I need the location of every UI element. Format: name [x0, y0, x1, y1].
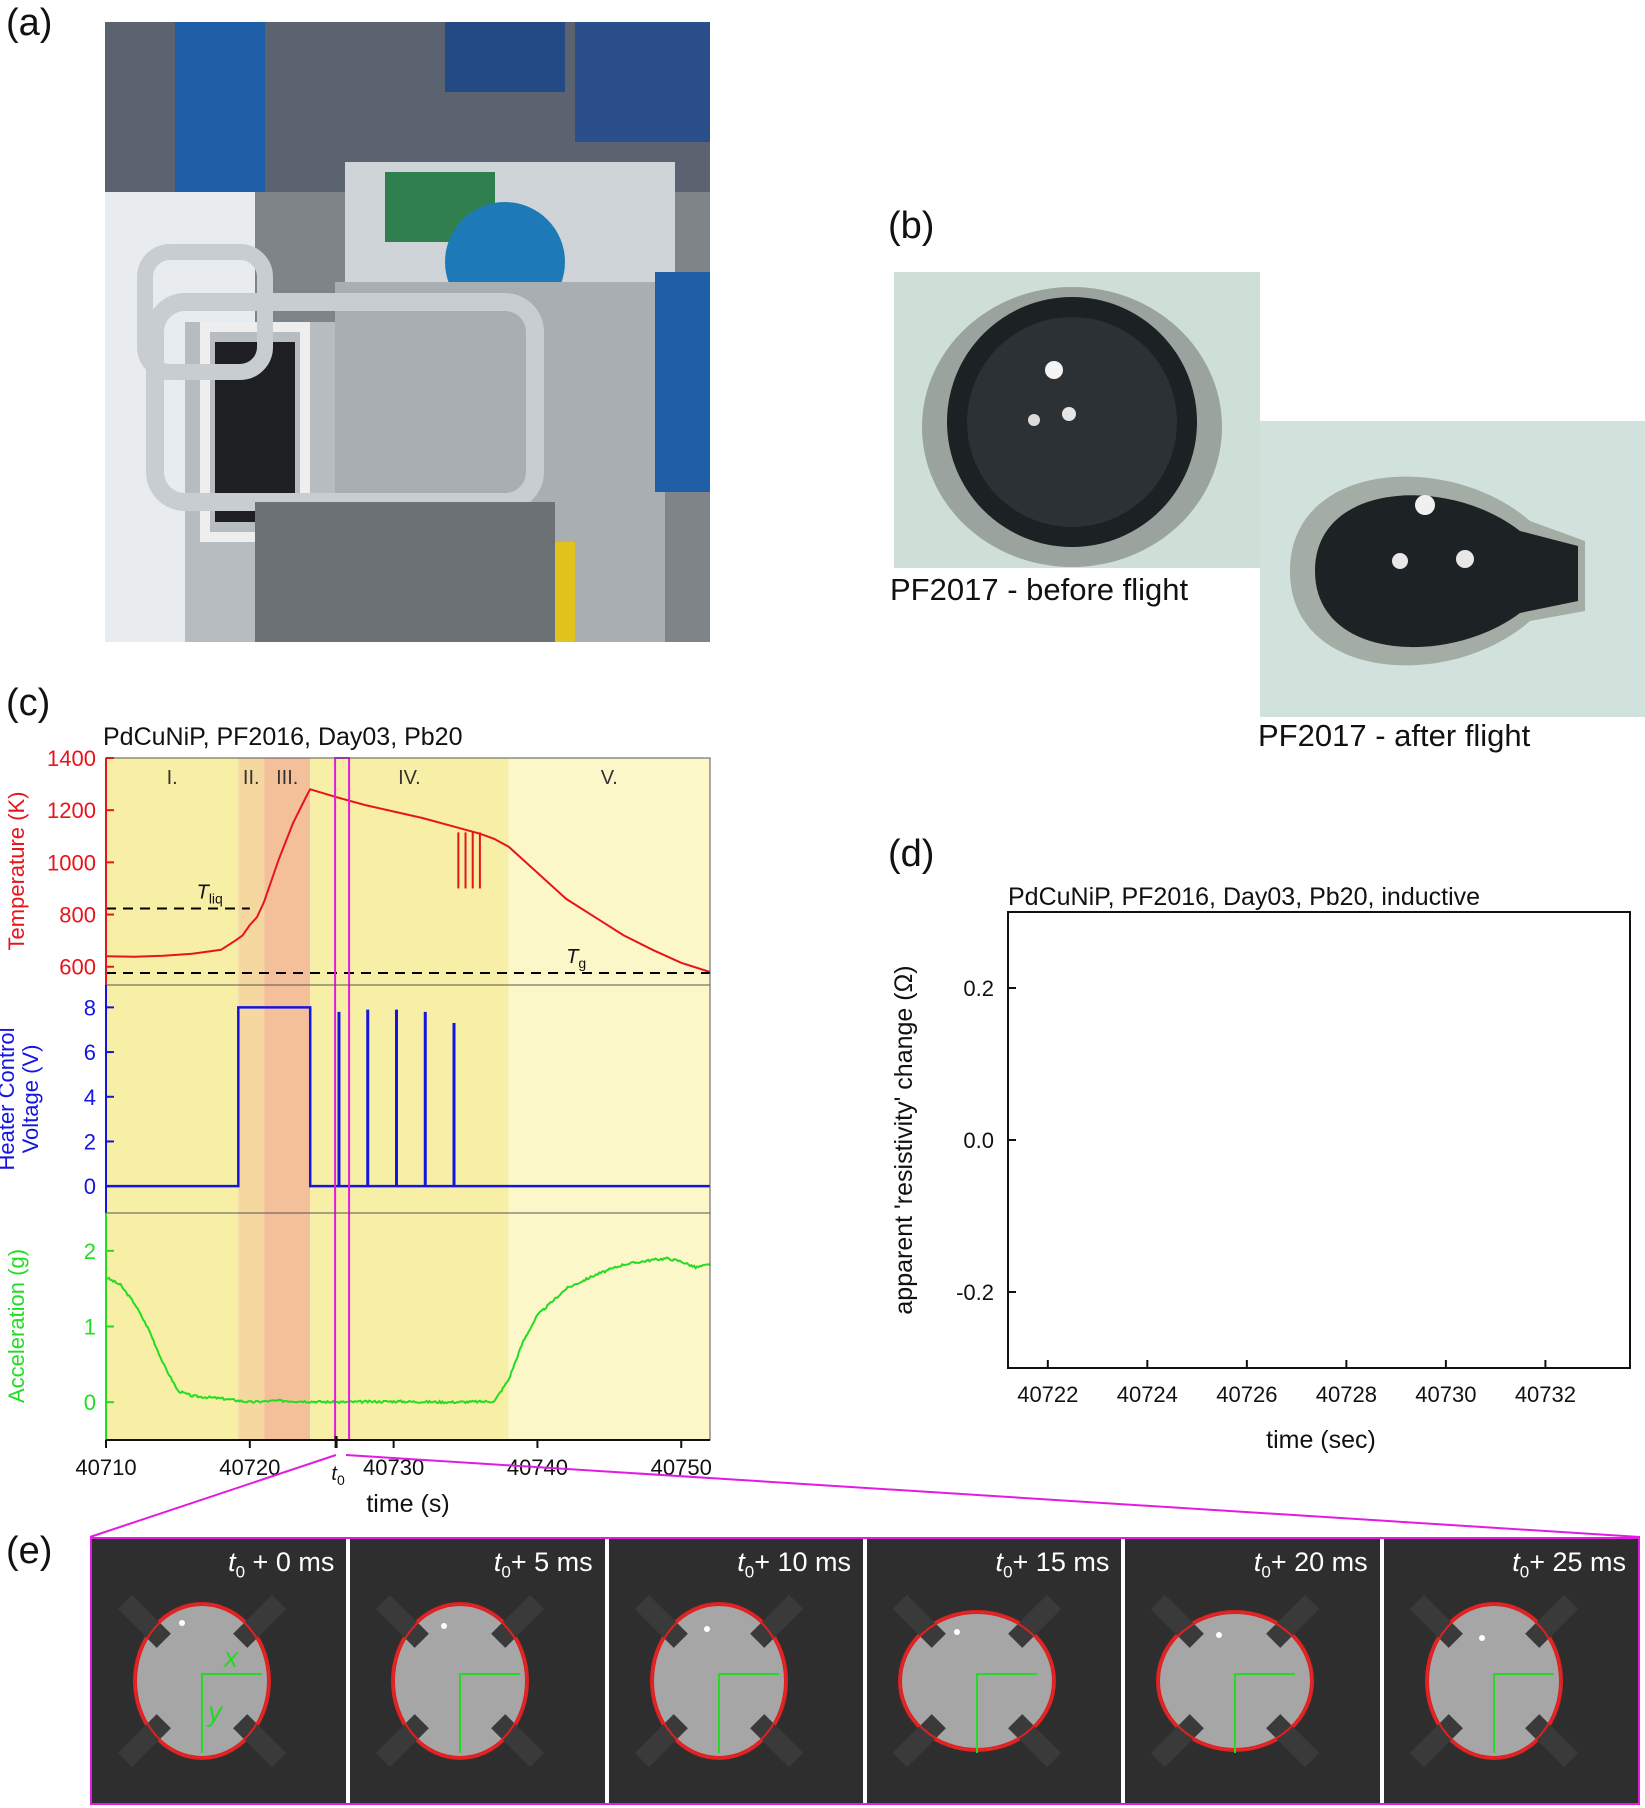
- frame-5: t0+ 25 ms: [1383, 1539, 1638, 1803]
- y-tick-label: 6: [84, 1040, 96, 1065]
- phase-label: I.: [167, 767, 178, 789]
- y-tick-label: 2: [84, 1129, 96, 1154]
- panel-d-label: (d): [888, 833, 935, 875]
- x-tick-label: 40726: [1216, 1382, 1277, 1407]
- x-tick-label: 40722: [1017, 1382, 1078, 1407]
- panel-e-label: (e): [6, 1530, 53, 1572]
- y-axis-label: Heater Control: [0, 1027, 19, 1170]
- y-tick-label: 1200: [47, 798, 96, 823]
- y-tick-label: 600: [59, 955, 96, 980]
- panel-a-label: (a): [6, 2, 53, 44]
- x-tick-label: 40720: [219, 1455, 280, 1480]
- plot-frame: [1007, 911, 1631, 1369]
- frame-time-label: t0+ 5 ms: [493, 1547, 593, 1582]
- phase-label: III.: [276, 767, 298, 789]
- y-axis-label: Temperature (K): [4, 792, 29, 951]
- y-tick-label: 8: [84, 995, 96, 1020]
- phase-label: V.: [601, 767, 618, 789]
- y-tick-label: 2: [84, 1239, 96, 1264]
- chart-d-title: PdCuNiP, PF2016, Day03, Pb20, inductive: [1008, 883, 1480, 911]
- frame-2: t0+ 10 ms: [608, 1539, 863, 1803]
- acceleration-line: [105, 1256, 711, 1405]
- frame-4: t0+ 20 ms: [1125, 1539, 1380, 1803]
- phase-band-3: [264, 758, 311, 1440]
- y-tick-label: 0: [84, 1390, 96, 1415]
- x-tick-label: 40732: [1515, 1382, 1576, 1407]
- sample-before-photo: [894, 272, 1260, 568]
- frame-time-label: t0+ 10 ms: [737, 1547, 851, 1582]
- frame-time-label: t0 + 0 ms: [228, 1547, 335, 1582]
- x-tick-label: 40730: [1415, 1382, 1476, 1407]
- svg-text:y: y: [206, 1696, 224, 1727]
- frame-3: t0+ 15 ms: [867, 1539, 1122, 1803]
- y-tick-label: 1: [84, 1315, 96, 1340]
- y-tick-label: 0.2: [963, 976, 994, 1001]
- phase-label: IV.: [398, 767, 421, 789]
- phase-label: II.: [243, 767, 260, 789]
- y-tick-label: -0.2: [956, 1280, 994, 1305]
- chart-c-xlabel: time (s): [366, 1490, 449, 1518]
- y-tick-label: 1400: [47, 746, 96, 771]
- y-tick-label: 4: [84, 1085, 96, 1110]
- frame-time-label: t0+ 25 ms: [1512, 1547, 1626, 1582]
- frame-time-label: t0+ 15 ms: [995, 1547, 1110, 1582]
- frame-1: t0+ 5 ms: [350, 1539, 605, 1803]
- before-flight-caption: PF2017 - before flight: [890, 572, 1189, 607]
- y-tick-label: 0.0: [963, 1128, 994, 1153]
- after-flight-caption: PF2017 - after flight: [1258, 718, 1531, 753]
- y-tick-label: 0: [84, 1174, 96, 1199]
- experiment-photo: [105, 22, 710, 642]
- x-tick-label: 40728: [1316, 1382, 1377, 1407]
- voltage-line: [106, 1006, 710, 1188]
- chart-d-xlabel: time (sec): [1266, 1426, 1376, 1454]
- temperature-line: [105, 788, 711, 973]
- chart-c-title: PdCuNiP, PF2016, Day03, Pb20: [103, 723, 463, 751]
- phase-band-2: [238, 758, 265, 1440]
- sample-after-photo: [1260, 421, 1645, 717]
- y-tick-label: 800: [59, 903, 96, 928]
- panel-c-label: (c): [6, 682, 51, 724]
- phase-band-4: [310, 758, 509, 1440]
- phase-band-1: [106, 758, 239, 1440]
- x-tick-label: 40710: [75, 1455, 136, 1480]
- svg-text:x: x: [222, 1642, 239, 1673]
- phase-band-5: [508, 758, 710, 1440]
- chart-d-resistivity: -0.2 0.0 0.2 40722 40724 40726 40728 40730 40732…: [890, 883, 1631, 1454]
- chart-d-ylabel: apparent 'resistivity' change (Ω): [890, 965, 918, 1314]
- x-tick-label: 40724: [1117, 1382, 1178, 1407]
- panel-b-label: (b): [888, 205, 935, 247]
- y-tick-label: 1000: [47, 850, 96, 875]
- frame-time-label: t0+ 20 ms: [1253, 1547, 1368, 1582]
- y-axis-label: Acceleration (g): [4, 1249, 29, 1403]
- y-axis-label: Voltage (V): [18, 1045, 43, 1154]
